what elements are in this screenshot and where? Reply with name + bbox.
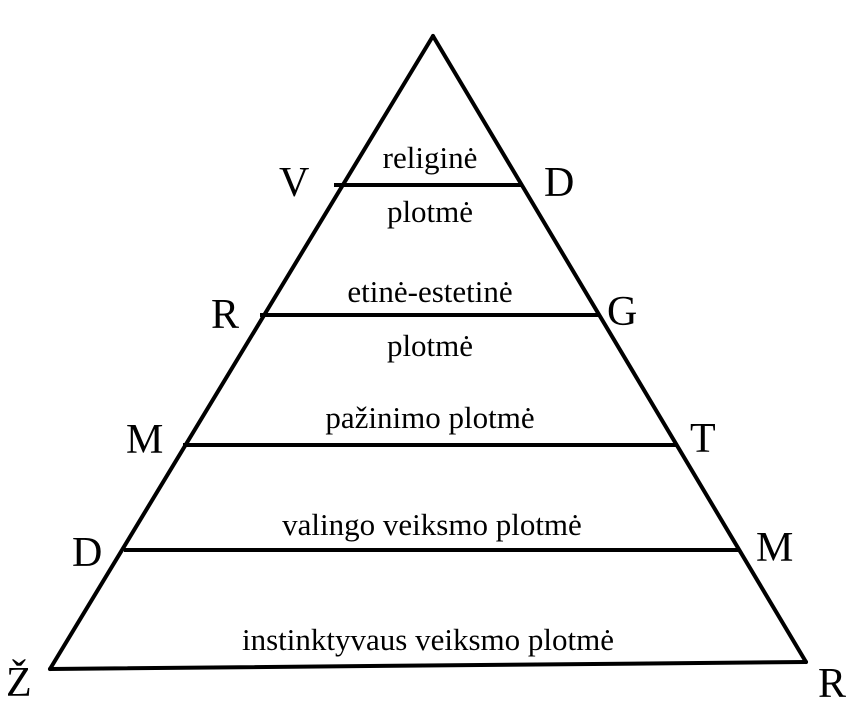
right-letter-t: T [690, 416, 716, 462]
left-letter-r: R [211, 292, 239, 338]
pyramid-right-edge [431, 34, 808, 664]
right-letter-m: M [756, 525, 793, 571]
band-pazinimo: pažinimo plotmė [325, 400, 534, 435]
right-letter-g: G [607, 289, 637, 335]
band-etine-estetine-line-2: plotmė [387, 328, 473, 363]
pyramid-left-edge [48, 34, 435, 671]
band-religine-line-1: religinė [383, 140, 478, 175]
band-instinktyvaus-veiksmo: instinktyvaus veiksmo plotmė [242, 622, 614, 657]
left-letter-m: M [126, 417, 163, 463]
left-letter-z-caron: Ž [6, 659, 32, 706]
band-valingo-veiksmo: valingo veiksmo plotmė [282, 507, 582, 542]
band-etine-estetine-line-1: etinė-estetinė [347, 274, 512, 309]
pyramid-base [48, 660, 808, 671]
left-letter-v: V [279, 160, 309, 206]
right-letter-r: R [818, 661, 846, 706]
right-letter-d: D [544, 160, 574, 206]
band-religine-line-2: plotmė [387, 194, 473, 229]
left-letter-d: D [72, 530, 102, 576]
